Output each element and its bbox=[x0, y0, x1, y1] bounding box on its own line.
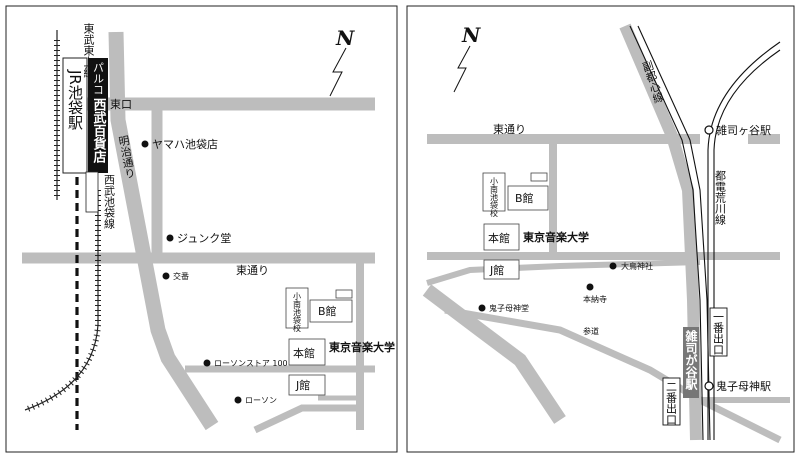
lawson-label: ローソン bbox=[245, 396, 277, 405]
seibu-line-box bbox=[85, 171, 99, 213]
yamaha-label: ヤマハ池袋店 bbox=[152, 137, 218, 151]
toden-line-label: 都電荒川線 bbox=[714, 170, 727, 225]
kishimojin-do-dot bbox=[478, 304, 486, 312]
j-building-label-left: J館 bbox=[295, 378, 310, 392]
east-exit-label: 東口 bbox=[110, 98, 132, 111]
jr-station-label: JR池袋駅 bbox=[66, 69, 84, 130]
higashi-dori-label-left: 東通り bbox=[236, 264, 269, 277]
otori-jinja-dot bbox=[609, 262, 617, 270]
fukutoshin-line-a bbox=[629, 25, 704, 441]
junkudo-label: ジュンク堂 bbox=[177, 232, 231, 245]
main-building-right bbox=[483, 223, 520, 251]
koban-label: 交番 bbox=[173, 271, 189, 281]
compass-right: N bbox=[453, 23, 481, 93]
college-name-right: 東京音楽大学 bbox=[523, 230, 589, 244]
main-building-left bbox=[288, 338, 326, 366]
kishibojin-mae-dot bbox=[704, 381, 714, 391]
seibu-dept-label: 西武百貨店 bbox=[91, 98, 107, 164]
zoshigaya-station-dot bbox=[704, 125, 714, 135]
exit-1-box bbox=[709, 307, 728, 357]
b-annex-right bbox=[530, 172, 548, 182]
school-side-label-right: 小南池袋校 bbox=[490, 177, 499, 218]
otori-jinja-label: 大鳥神社 bbox=[621, 261, 653, 271]
j-building-right bbox=[483, 259, 520, 280]
kishimojin-do-label: 鬼子母神堂 bbox=[489, 303, 529, 313]
exit-1-label: 一番出口 bbox=[712, 311, 725, 355]
rail-seibu bbox=[24, 190, 99, 411]
j-building-label-right: J館 bbox=[489, 263, 504, 277]
right-map: 雑司ヶ谷駅 鬼子母神駅 副都心線 都電荒川線 東通り 雑司が谷駅 一番出口 二番… bbox=[406, 5, 795, 453]
road-lower-diag bbox=[253, 404, 360, 434]
school-side-box-right bbox=[482, 172, 506, 212]
compass-n-right: N bbox=[461, 23, 481, 47]
exit-2-label: 二番出口 bbox=[665, 381, 678, 425]
jr-station-box bbox=[62, 57, 88, 174]
zoshigaya-station-label: 雑司ヶ谷駅 bbox=[716, 123, 771, 137]
road-meiji-dori bbox=[108, 31, 219, 431]
b-building-right bbox=[507, 185, 549, 211]
compass-n-left: N bbox=[335, 26, 355, 50]
college-name-left-text: 東京音楽大学 bbox=[329, 340, 395, 354]
school-side-label-left: 小南池袋校 bbox=[293, 292, 302, 333]
junkudo-dot bbox=[166, 234, 174, 242]
compass-left: N bbox=[329, 26, 355, 97]
metro-station-box bbox=[683, 327, 699, 398]
b-annex-left bbox=[335, 289, 353, 299]
koban-dot bbox=[162, 272, 170, 280]
b-building-label-right: B館 bbox=[515, 191, 534, 205]
lawson-dot bbox=[234, 396, 242, 404]
lawson100-label: ローソンストア 100 bbox=[214, 359, 288, 368]
kishibojin-mae-label: 鬼子母神駅 bbox=[716, 379, 771, 393]
compass-arrow-left bbox=[329, 47, 347, 97]
honnoji-dot bbox=[586, 283, 594, 291]
b-building-left bbox=[309, 299, 353, 323]
yamaha-dot bbox=[141, 140, 149, 148]
left-map: 東武東上線 JR池袋駅 パルコ 西武百貨店 西武池袋線 明治通り 東口 東通り … bbox=[5, 5, 398, 453]
toden-line-a bbox=[707, 41, 781, 440]
honnoji-label: 本納寺 bbox=[583, 294, 607, 304]
seibu-dept-box bbox=[88, 58, 108, 173]
college-name-left: 東京音楽大学 bbox=[329, 340, 395, 354]
school-side-box-left bbox=[285, 287, 309, 329]
b-building-label-left: B館 bbox=[318, 304, 337, 318]
j-building-left bbox=[288, 374, 326, 396]
right-roads bbox=[422, 23, 790, 444]
compass-arrow-right bbox=[453, 45, 471, 93]
left-railways bbox=[23, 30, 101, 430]
left-roads bbox=[22, 31, 375, 434]
sando-label: 参道 bbox=[583, 326, 599, 336]
exit-2-box bbox=[662, 377, 681, 426]
metro-station-label: 雑司が谷駅 bbox=[684, 329, 698, 391]
higashi-dori-label-right: 東通り bbox=[493, 123, 526, 136]
right-map-frame bbox=[406, 5, 795, 453]
main-building-label-left: 本館 bbox=[293, 346, 315, 360]
main-building-label-right: 本館 bbox=[488, 231, 510, 245]
road-sando bbox=[444, 306, 782, 444]
right-railways bbox=[629, 25, 781, 441]
toden-line-b bbox=[713, 49, 781, 440]
parco-label: パルコ bbox=[92, 62, 105, 95]
seibu-line-label: 西武池袋線 bbox=[103, 174, 116, 229]
lawson100-dot bbox=[203, 359, 211, 367]
